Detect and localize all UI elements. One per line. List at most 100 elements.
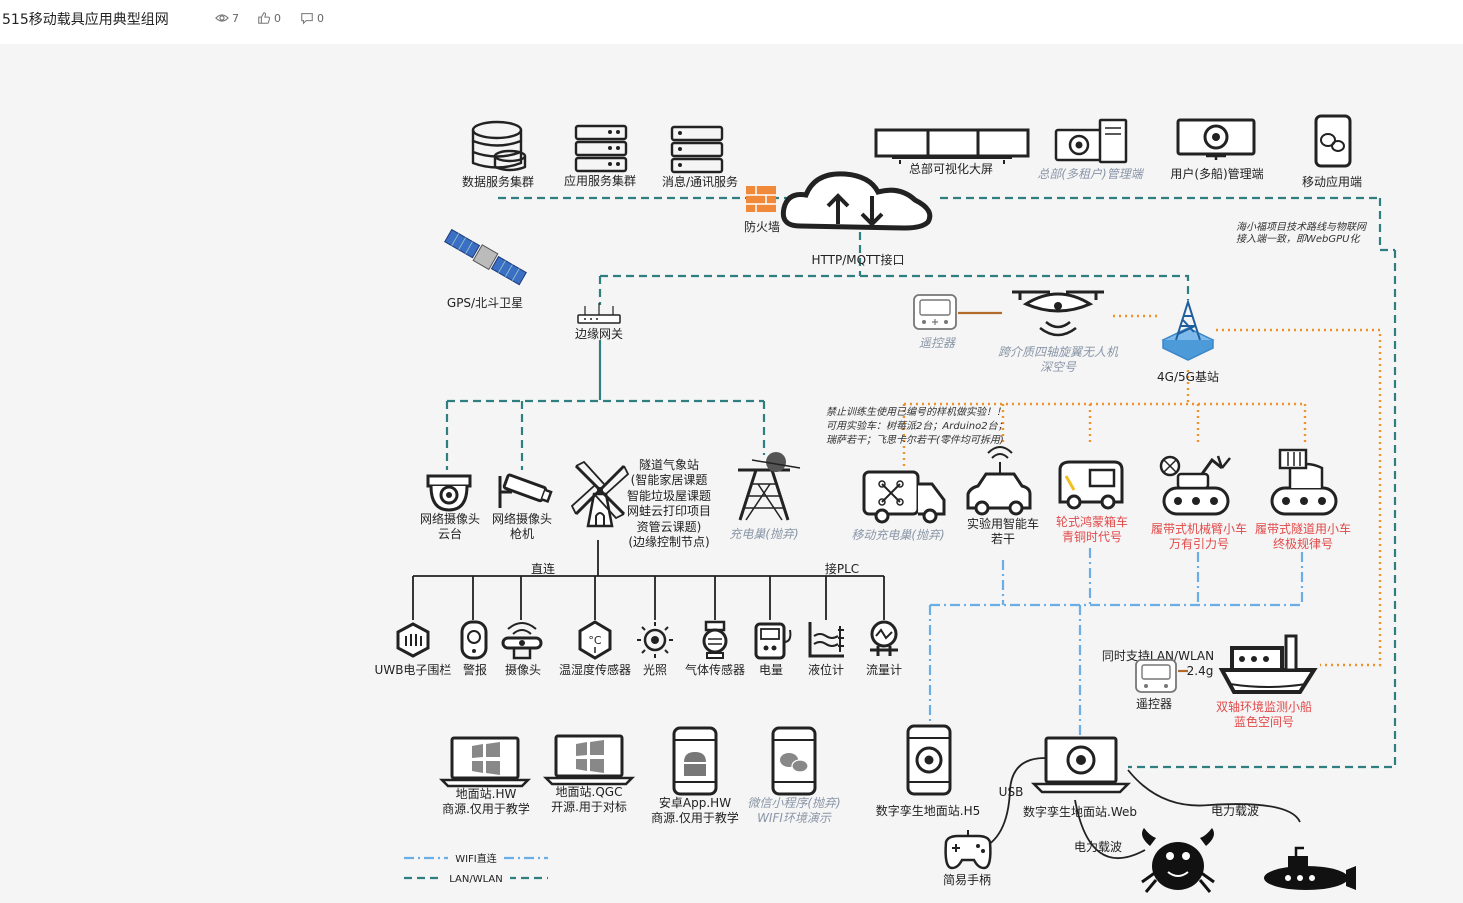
weather-label-6: (边缘控制节点): [628, 535, 709, 549]
monitor-icon: [1176, 118, 1256, 160]
smart-car-icon: [966, 446, 1032, 516]
power-carrier-label-1: 电力载波: [1211, 804, 1259, 818]
bullet-camera-icon: [498, 473, 553, 508]
comment-icon: [301, 13, 313, 25]
laptop-windows-icon: [438, 736, 532, 788]
box-car-icon: [1058, 460, 1124, 510]
comments-count: 0: [317, 11, 324, 25]
uwb-fence-icon: [396, 622, 430, 658]
wheeled-car-label-2: 青铜时代号: [1062, 529, 1122, 544]
camera-label: 摄像头: [505, 662, 541, 677]
submarine-icon: [1264, 846, 1356, 890]
connection-lines: [412, 196, 1397, 860]
gamepad-icon: [944, 830, 992, 870]
cam-gun-label-2: 枪机: [510, 526, 534, 541]
gs-hw-label-1: 地面站.HW: [456, 787, 517, 801]
wechat-label-1: 微信小程序(抛弃): [747, 796, 840, 810]
firewall-label: 防火墙: [744, 219, 780, 234]
sun-light-icon: [637, 622, 673, 658]
tracked-arm-label-1: 履带式机械臂小车: [1151, 521, 1247, 536]
level-label: 液位计: [808, 662, 844, 677]
data-cluster-label: 数据服务集群: [462, 174, 534, 189]
likes-count: 0: [274, 11, 281, 25]
views-count: 7: [232, 11, 239, 25]
hq-screen-label: 总部可视化大屏: [909, 161, 993, 176]
base-station-label: 4G/5G基站: [1157, 370, 1219, 384]
cloud-icon: [780, 171, 933, 231]
camera-sensor-icon: [501, 622, 543, 660]
tracked-arm-label-2: 万有引力号: [1169, 537, 1229, 551]
weather-label-5: 资管云课题): [637, 519, 702, 534]
gas-label: 气体传感器: [685, 662, 745, 677]
gamepad-label: 简易手柄: [943, 873, 991, 887]
gs-qgc-label-1: 地面站.QGC: [556, 785, 623, 799]
charging-tower-icon: [738, 452, 801, 521]
gas-sensor-icon: [702, 620, 728, 659]
dt-h5-label: 数字孪生地面站.H5: [876, 803, 980, 818]
header-bar: 515移动载具应用典型组网 7 0 0: [0, 0, 1463, 45]
plc-connection-label: 接PLC: [825, 561, 859, 576]
diagram-canvas: 数据服务集群 应用服务集群 消息/通讯服务 防火墙 HTTP/MQTT接口 总部…: [0, 44, 1463, 903]
edge-gateway-label: 边缘网关: [575, 327, 623, 341]
ship-icon: [1218, 634, 1318, 694]
light-label: 光照: [643, 663, 667, 677]
cam-gun-label-1: 网络摄像头: [492, 511, 552, 526]
drone-icon: [1012, 290, 1104, 337]
svg-text:°C: °C: [588, 634, 602, 647]
chrome-phone-icon: [906, 724, 952, 796]
ptz-camera-icon: [426, 474, 472, 512]
mobile-charger-label: 移动充电巢(抛弃): [851, 528, 944, 542]
weather-label-3: 智能垃圾屋课题: [627, 488, 711, 503]
satellite-label: GPS/北斗卫星: [447, 296, 523, 310]
power-meter-icon: [754, 622, 792, 660]
remote-controller-icon: [913, 294, 957, 330]
exp-car-label-1: 实验用智能车: [967, 516, 1039, 531]
weather-label-1: 隧道气象站: [639, 457, 699, 472]
firewall-icon: [746, 186, 776, 212]
server-rack-icon: [574, 124, 628, 173]
cam-ptz-label-2: 云台: [438, 526, 462, 541]
note-webgpu-line1: 海小福项目技术路线与物联网: [1236, 221, 1368, 233]
wechat-phone-icon: [771, 726, 817, 796]
freq-24g-label: 2.4g: [1187, 664, 1214, 678]
database-icon: [471, 120, 527, 172]
direct-connection-label: 直连: [531, 561, 555, 576]
chrome-laptop-icon: [1030, 736, 1132, 794]
windmill-icon: [570, 460, 630, 528]
remote-label-1: 遥控器: [919, 336, 956, 350]
weather-label-4: 网蛙云打印项目: [627, 504, 711, 518]
android-phone-icon: [672, 726, 718, 796]
note-webgpu-line2: 接入端一致，即WebGPU化: [1236, 233, 1361, 245]
wheeled-car-label-1: 轮式鸿蒙箱车: [1056, 514, 1128, 529]
gs-qgc-label-2: 开源.用于对标: [551, 800, 627, 814]
flow-label: 流量计: [866, 663, 902, 677]
drone-label-1: 跨介质四轴旋翼无人机: [998, 345, 1119, 359]
like-button[interactable]: 0: [257, 11, 281, 25]
legend: WIFI直连 LAN/WLAN: [404, 851, 548, 885]
tracked-tunnel-robot-icon: [1270, 448, 1338, 516]
app-cluster-label: 应用服务集群: [564, 173, 636, 188]
delivery-truck-icon: [862, 470, 946, 524]
thermometer-icon: °C: [578, 620, 612, 660]
msg-service-label: 消息/通讯服务: [662, 174, 738, 189]
tracked-tunnel-label-1: 履带式隧道用小车: [1255, 521, 1351, 536]
laptop-qgc-icon: [542, 734, 636, 786]
http-mqtt-label: HTTP/MQTT接口: [811, 252, 904, 267]
charger-label: 充电巢(抛弃): [729, 527, 798, 541]
wechat-label-2: WIFI环境演示: [757, 811, 832, 825]
dt-web-label: 数字孪生地面站.Web: [1023, 804, 1137, 819]
thumbs-up-icon: [258, 12, 271, 24]
alarm-icon: [460, 620, 488, 660]
comment-button[interactable]: 0: [300, 11, 324, 25]
lan-wlan-support-label: 同时支持LAN/WLAN: [1102, 648, 1214, 663]
flow-meter-icon: [870, 620, 898, 656]
boat-label-2: 蓝色空间号: [1234, 715, 1294, 729]
video-wall-icon: [874, 128, 1030, 164]
alarm-label: 警报: [463, 662, 487, 677]
user-admin-label: 用户(多船)管理端: [1170, 166, 1263, 181]
network-diagram: 数据服务集群 应用服务集群 消息/通讯服务 防火墙 HTTP/MQTT接口 总部…: [375, 114, 1397, 893]
remote-controller-2-icon: [1135, 659, 1177, 693]
warning-line2: 可用实验车：树莓派2台；Arduino2台；: [826, 420, 1008, 432]
mobile-app-label: 移动应用端: [1302, 174, 1362, 189]
boat-label-1: 双轴环境监测小船: [1216, 699, 1312, 714]
